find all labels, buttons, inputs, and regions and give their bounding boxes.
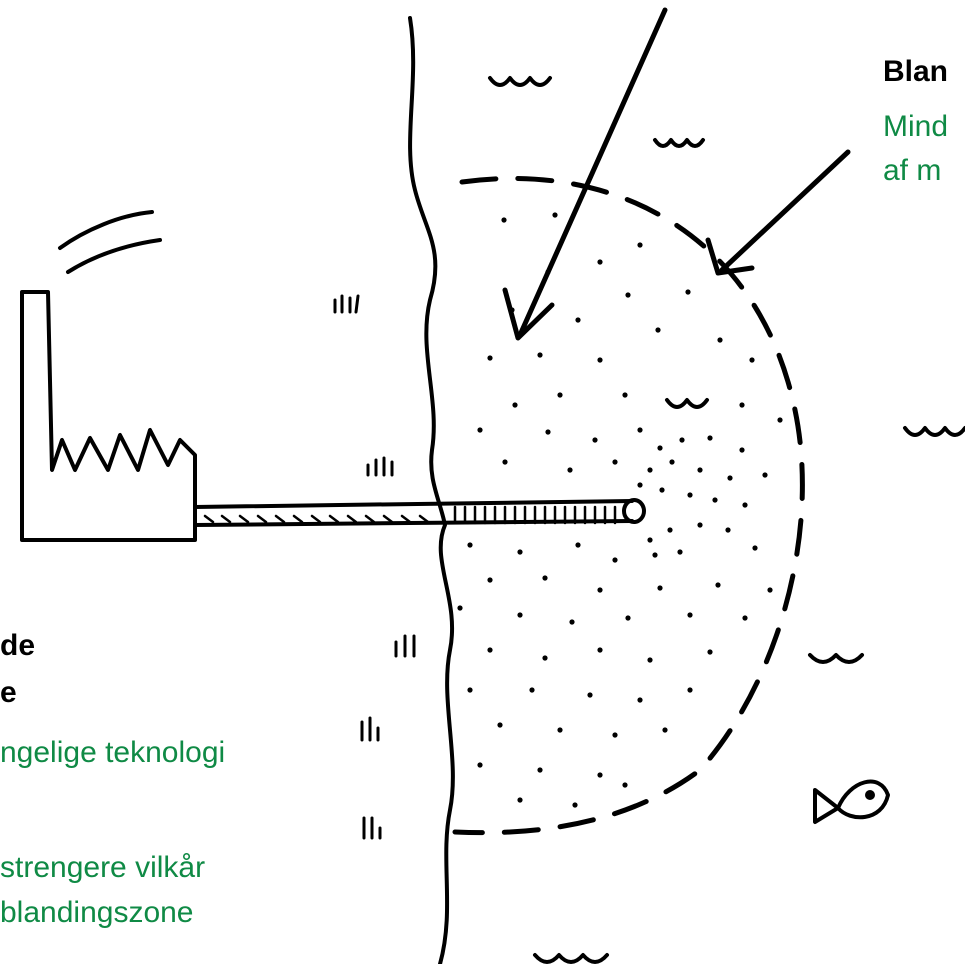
grass-icon [335,296,414,838]
fish-icon [815,782,888,822]
label-left-title2: e [0,675,17,711]
outlet-pipe-icon [195,500,644,525]
label-left-line2: strengere vilkår [0,850,205,886]
factory-icon [22,292,195,540]
label-right-title: Blan [883,54,948,90]
label-left-title1: de [0,628,35,664]
coastline-icon [410,18,453,964]
mixing-zone-boundary-icon [455,178,802,832]
label-right-line2: af m [883,153,941,189]
label-right-line1: Mind [883,109,948,145]
label-left-line1: ngelige teknologi [0,735,225,771]
chimney-smoke-icon [60,212,160,272]
arrow-icon [505,10,848,338]
label-left-line3: blandingszone [0,895,194,931]
